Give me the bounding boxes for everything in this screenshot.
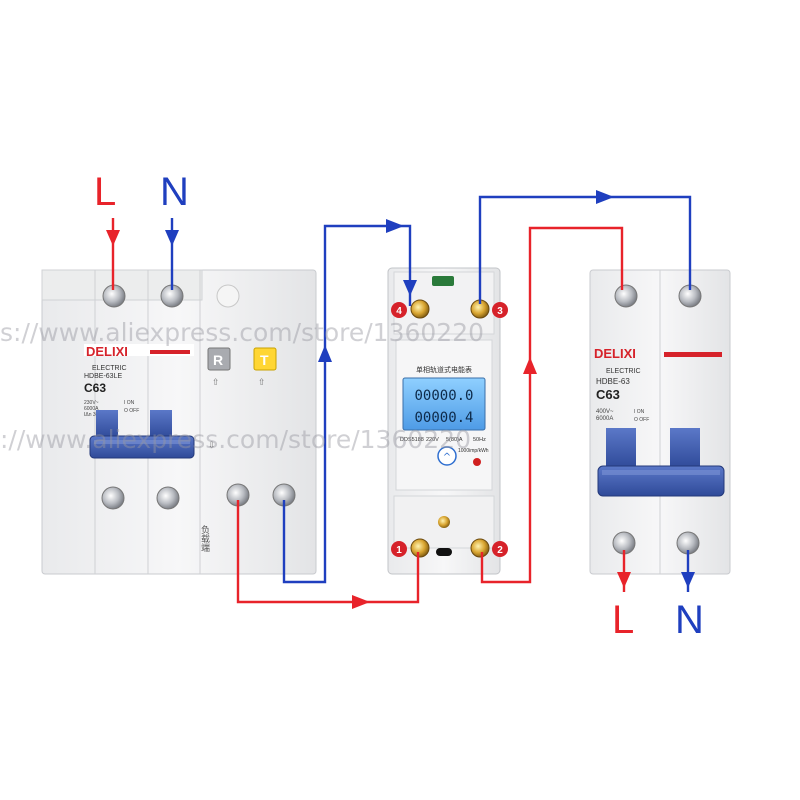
meter-terminal-2 xyxy=(470,538,490,558)
meter-model: DDS5188 xyxy=(400,437,424,443)
arrow-top-right xyxy=(596,190,614,204)
input-neutral-label: N xyxy=(160,170,189,214)
rcbo-rating: C63 xyxy=(84,381,106,395)
mcb-spec-0: 400V~ xyxy=(596,409,614,415)
meter-terminal-3-label: 3 xyxy=(497,306,503,317)
energy-meter: 单相轨道式电能表 00000.0 00000.4 DDS5188 220V 5(… xyxy=(387,267,508,575)
wire-rcbo-to-meter-neutral xyxy=(282,224,412,584)
arrow-neutral-up xyxy=(318,345,332,362)
rcbo-lever[interactable] xyxy=(89,410,195,459)
svg-text:^: ^ xyxy=(443,452,451,463)
mcb-rating: C63 xyxy=(596,387,620,402)
input-live-label: L xyxy=(94,170,117,214)
rcbo-bottom-screw-l xyxy=(101,486,125,510)
flow-arrows xyxy=(106,190,695,609)
wire-rcbo-to-meter-live xyxy=(236,500,420,604)
rcbo-test-button[interactable] xyxy=(253,347,277,371)
mcb-brand: DELIXI xyxy=(594,346,636,361)
meter-freq: 50Hz xyxy=(473,437,486,443)
mcb-breaker: DELIXI ELECTRIC HDBE-63 C63 400V~ 6000A … xyxy=(589,269,731,575)
rcbo-reset-label: R xyxy=(213,352,223,368)
rcbo-brand: DELIXI xyxy=(86,344,128,359)
mcb-off: O OFF xyxy=(634,417,649,423)
arrow-neutral-right xyxy=(386,219,404,233)
svg-text:⇧: ⇧ xyxy=(258,378,266,388)
meter-display-1: 00000.0 xyxy=(414,388,473,404)
meter-current: 5(80)A xyxy=(446,437,463,443)
meter-terminal-4 xyxy=(410,299,430,319)
mcb-sub: ELECTRIC xyxy=(606,368,641,375)
meter-voltage: 220V xyxy=(426,437,439,443)
output-live-label: L xyxy=(612,598,635,642)
arrow-output-neutral xyxy=(681,572,695,588)
wire-meter-to-mcb-live xyxy=(480,226,624,584)
rcbo-load-text: 负载端 xyxy=(199,524,210,553)
arrow-output-live xyxy=(617,572,631,588)
rcbo-sub: ELECTRIC xyxy=(92,365,127,372)
arrow-bottom-right xyxy=(352,595,370,609)
arrow-input-neutral xyxy=(165,230,179,246)
rcbo-spec-2: IΔn 30mA xyxy=(84,412,107,418)
rcbo-breaker: DELIXI ELECTRIC HDBE-63LE C63 230V~ 6000… xyxy=(41,269,317,575)
rcbo-off: O OFF xyxy=(124,408,139,414)
watermark-line-1: s://www.aliexpress.com/store/1360220 xyxy=(0,318,485,347)
rcbo-on: I ON xyxy=(124,400,135,406)
rcbo-reset-button[interactable] xyxy=(207,347,231,371)
arrow-input-live xyxy=(106,230,120,246)
rcbo-bottom-screw-n xyxy=(156,486,180,510)
svg-text:⇩: ⇩ xyxy=(208,441,216,451)
meter-title: 单相轨道式电能表 xyxy=(416,365,472,374)
mcb-model: HDBE-63 xyxy=(596,377,630,386)
mcb-on: I ON xyxy=(634,409,645,415)
arrow-live-up xyxy=(523,357,537,374)
rcbo-model: HDBE-63LE xyxy=(84,373,122,380)
rcbo-spec-0: 230V~ xyxy=(84,400,99,406)
meter-pulse-led xyxy=(473,458,481,466)
meter-terminal-4-label: 4 xyxy=(396,306,402,317)
meter-display-2: 00000.4 xyxy=(414,410,473,426)
meter-mode-button[interactable] xyxy=(437,446,457,466)
meter-lcd xyxy=(402,377,486,431)
meter-terminal-1-label: 1 xyxy=(396,545,402,556)
svg-text:⇧: ⇧ xyxy=(212,378,220,388)
rcbo-test-label: T xyxy=(260,352,269,368)
wire-meter-to-mcb-neutral xyxy=(478,195,692,304)
wires xyxy=(111,195,692,604)
output-neutral-label: N xyxy=(675,598,704,642)
watermark-line-2: ://www.aliexpress.com/store/1360220 xyxy=(0,425,471,454)
meter-imp: 1000imp/kWh xyxy=(458,448,489,454)
mcb-lever[interactable] xyxy=(597,428,725,497)
mcb-spec-1: 6000A xyxy=(596,416,613,422)
arrow-meter-down xyxy=(403,280,417,296)
meter-terminal-2-label: 2 xyxy=(497,545,503,556)
rcbo-spec-1: 6000A xyxy=(84,406,99,412)
mcb-top-screw-l xyxy=(614,284,638,308)
meter-terminal-1 xyxy=(410,538,430,558)
